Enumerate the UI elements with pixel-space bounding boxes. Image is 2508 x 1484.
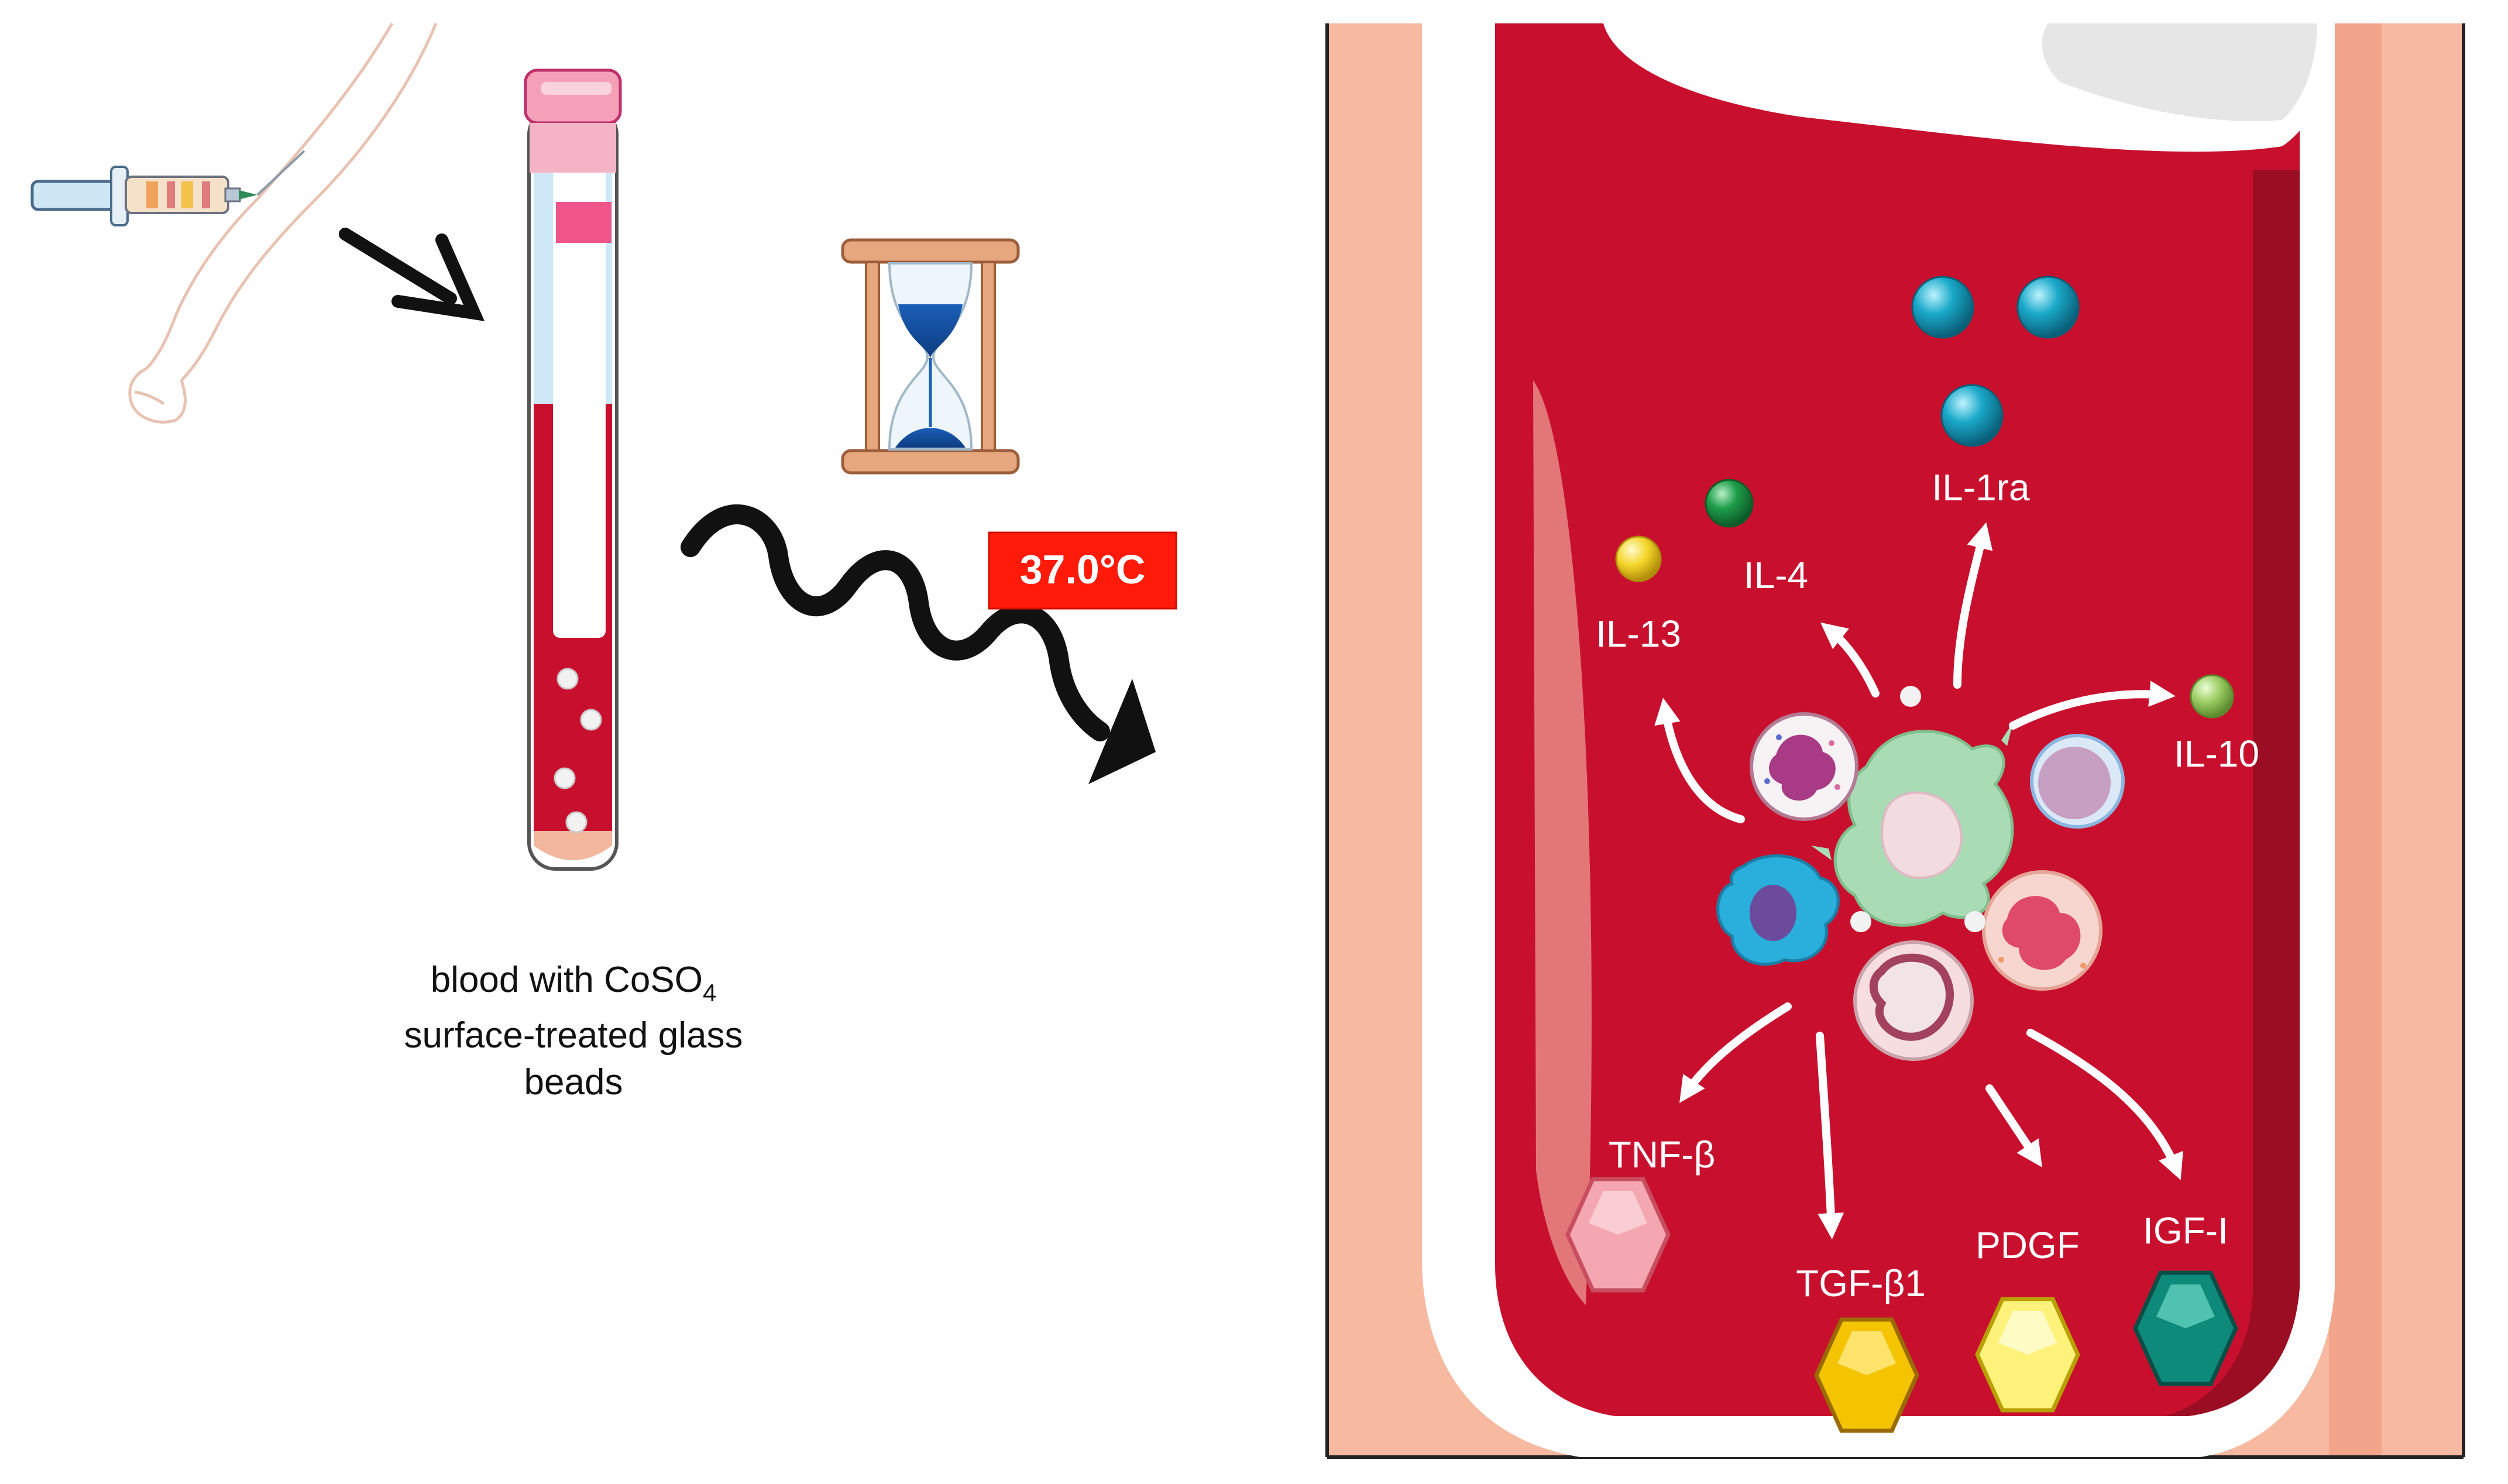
zoomed-tube: [1325, 0, 2467, 1459]
igf1-hexagon: [2133, 1270, 2238, 1386]
arm-icon: [128, 22, 438, 424]
label-il1ra: IL-1ra: [1932, 466, 2030, 509]
label-tgf-beta1: TGF-β1: [1796, 1262, 1926, 1304]
il4-molecule: [1705, 479, 1754, 528]
blood-tube-icon: [524, 68, 622, 871]
tgf-beta1-hexagon: [1814, 1317, 1919, 1433]
label-tnf-beta: TNF-β: [1609, 1133, 1716, 1176]
label-igf1: IGF-I: [2143, 1210, 2228, 1252]
temperature-badge: 37.0°C: [988, 531, 1177, 610]
tnf-beta-hexagon: [1565, 1177, 1671, 1293]
monocyte-cell: [1853, 940, 1974, 1061]
syringe-icon: [30, 150, 305, 226]
label-il13: IL-13: [1596, 613, 1681, 655]
pdgf-hexagon: [1975, 1297, 2080, 1413]
hourglass-icon: [841, 238, 1020, 475]
il1ra-molecules: [1911, 276, 2080, 447]
il13-molecule: [1615, 535, 1662, 582]
label-il10: IL-10: [2174, 733, 2259, 775]
wavy-arrow-icon: [681, 504, 1156, 784]
temperature-label: 37.0°C: [1020, 547, 1146, 592]
dendritic-cell: [1716, 854, 1840, 966]
caption-line-3: beads: [524, 1062, 623, 1102]
eosinophil-cell: [1982, 870, 2102, 991]
caption-line-1: blood with CoSO4: [431, 960, 717, 1006]
release-arrows: [1654, 522, 2183, 1239]
macrophage-cell: [1811, 723, 2014, 927]
caption-line-2: surface-treated glass: [404, 1015, 743, 1056]
immune-cell-cluster: [1716, 686, 2125, 1061]
tube-caption: blood with CoSO4 surface-treated glass b…: [404, 960, 743, 1102]
lymphocyte-cell: [2030, 734, 2125, 829]
neutrophil-cell: [1750, 712, 1858, 821]
label-pdgf: PDGF: [1976, 1224, 2080, 1266]
il10-molecule: [2190, 674, 2234, 719]
arrow-to-tube: [339, 228, 485, 321]
label-il4: IL-4: [1744, 554, 1808, 596]
